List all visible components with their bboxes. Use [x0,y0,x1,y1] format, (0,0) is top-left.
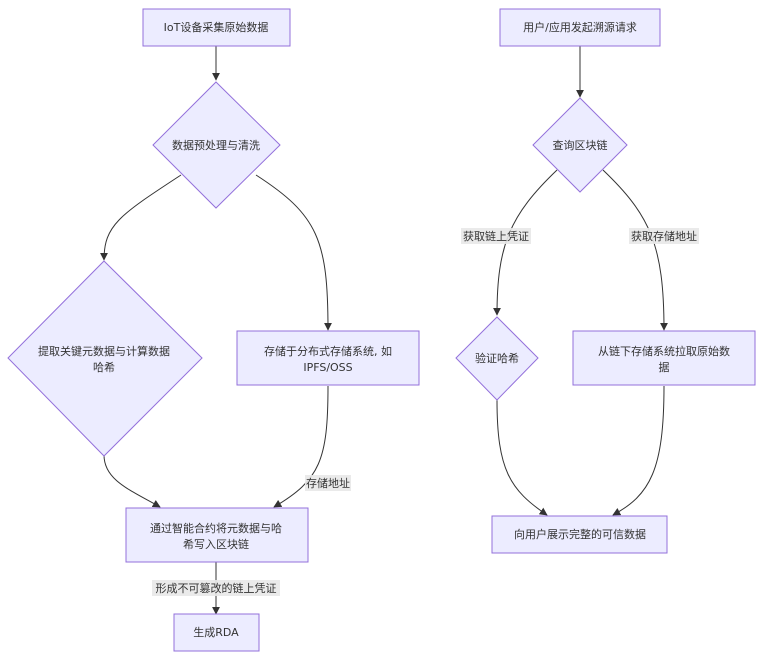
node-extract-hash: 提取关键元数据与计算数据 哈希 [7,260,203,457]
edge-query-to-pull [602,169,668,331]
edge-preprocess-to-extract [100,174,182,261]
edge-label-text: 获取存储地址 [631,229,697,243]
node-generate-rda: 生成RDA [173,613,260,652]
edge-label-immutable-proof: 形成不可篡改的链上凭证 [152,580,280,596]
edge-label-get-storage-address: 获取存储地址 [629,228,699,244]
node-iot-collect: IoT设备采集原始数据 [142,8,291,47]
edge-preprocess-to-store [255,174,332,331]
node-store-distributed: 存储于分布式存储系统, 如 IPFS/OSS [236,330,420,386]
node-label: 生成RDA [193,625,239,639]
edge-verify-to-show [496,399,548,516]
node-label: 通过智能合约将元数据与哈 [150,521,282,535]
edge-label-text: 形成不可篡改的链上凭证 [156,581,277,595]
node-label: 哈希 [93,360,115,374]
node-preprocess: 数据预处理与清洗 [152,81,281,209]
edge-pull-to-show [612,385,665,516]
node-query-chain: 查询区块链 [532,97,628,193]
edge-extract-to-contract [103,454,161,508]
node-pull-offchain: 从链下存储系统拉取原始数 据 [572,330,756,386]
edge-label-text: 获取链上凭证 [463,229,529,243]
node-label: 存储于分布式存储系统, 如 [264,344,392,358]
node-show-data: 向用户展示完整的可信数据 [491,515,668,554]
node-label: 希写入区块链 [183,537,249,551]
node-label: 验证哈希 [475,351,519,365]
node-label: 数据预处理与清洗 [172,138,260,152]
edge-label-text: 存储地址 [306,476,350,490]
node-trace-request: 用户/应用发起溯源请求 [499,8,661,47]
node-label: 用户/应用发起溯源请求 [523,20,637,34]
node-label: 查询区块链 [553,138,608,152]
node-smart-contract: 通过智能合约将元数据与哈 希写入区块链 [125,507,309,563]
edge-store-to-contract [273,385,329,508]
node-label: 据 [659,360,670,374]
node-label: IoT设备采集原始数据 [164,20,269,34]
node-label: 提取关键元数据与计算数据 [38,344,170,358]
edge-label-storage-address-left: 存储地址 [305,475,351,491]
node-label: 从链下存储系统拉取原始数 [598,344,730,358]
edge-label-get-chain-proof: 获取链上凭证 [461,228,531,244]
node-label: IPFS/OSS [303,361,352,374]
node-label: 向用户展示完整的可信数据 [514,527,646,541]
node-verify-hash: 验证哈希 [455,316,539,401]
